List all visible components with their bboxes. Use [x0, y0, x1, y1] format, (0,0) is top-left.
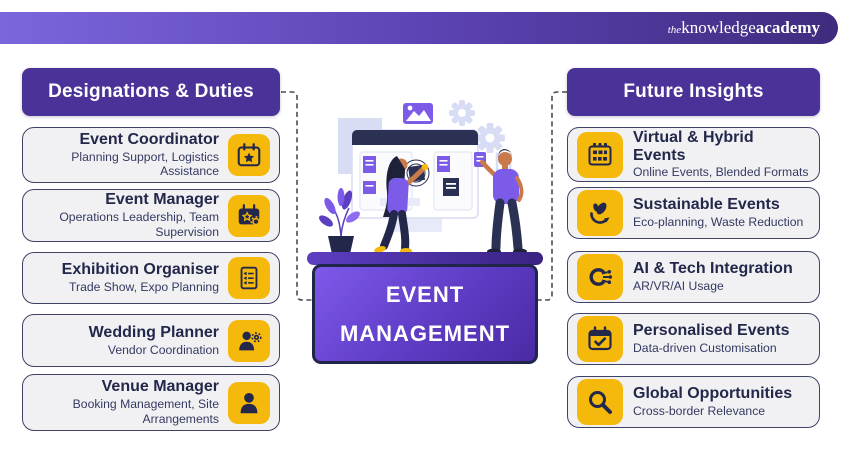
- insight-card: Global Opportunities Cross-border Releva…: [567, 376, 820, 428]
- card-subtitle: AR/VR/AI Usage: [633, 279, 724, 294]
- calendar-check-icon: [577, 316, 623, 362]
- gear-icon: [449, 100, 475, 126]
- ai-chip-icon: [577, 254, 623, 300]
- logo-knowledge: knowledge: [681, 18, 756, 37]
- woman-figure: [374, 156, 429, 254]
- center-title-line2: MANAGEMENT: [339, 320, 511, 346]
- image-icon: [401, 101, 435, 126]
- card-title: Event Manager: [105, 191, 219, 209]
- designation-card: Wedding Planner Vendor Coordination: [22, 314, 280, 367]
- card-subtitle: Vendor Coordination: [107, 342, 219, 357]
- event-illustration: [319, 100, 527, 255]
- card-title: AI & Tech Integration: [633, 260, 793, 278]
- insight-card: Personalised Events Data-driven Customis…: [567, 313, 820, 365]
- center-title-line1: EVENT: [385, 281, 465, 307]
- future-insights-header: Future Insights: [567, 68, 820, 116]
- event-management-title-box: EVENT MANAGEMENT: [312, 264, 538, 364]
- card-title: Personalised Events: [633, 322, 790, 340]
- card-title: Sustainable Events: [633, 196, 780, 214]
- man-figure: [474, 149, 527, 255]
- card-subtitle: Cross-border Relevance: [633, 404, 766, 419]
- person-icon: [228, 381, 270, 424]
- hybrid-device-icon: [577, 131, 623, 178]
- card-subtitle: Planning Support, Logistics Assistance: [71, 149, 219, 179]
- plant: [319, 188, 360, 254]
- card-subtitle: Data-driven Customisation: [633, 341, 777, 356]
- checklist-icon: [228, 257, 270, 299]
- calendar-star-icon: [228, 134, 270, 176]
- card-title: Global Opportunities: [633, 385, 793, 403]
- insight-card: Sustainable Events Eco-planning, Waste R…: [567, 187, 820, 239]
- logo-academy: academy: [755, 18, 820, 37]
- card-subtitle: Online Events, Blended Formats: [633, 165, 809, 180]
- insight-card: Virtual & Hybrid Events Online Events, B…: [567, 127, 820, 182]
- card-subtitle: Booking Management, Site Arrangements: [72, 397, 219, 426]
- designation-card: Exhibition Organiser Trade Show, Expo Pl…: [22, 252, 280, 304]
- card-subtitle: Operations Leadership, Team Supervision: [59, 210, 219, 239]
- designation-card: Event Manager Operations Leadership, Tea…: [22, 189, 280, 242]
- logo-the: the: [667, 24, 682, 36]
- designations-duties-header: Designations & Duties: [22, 68, 280, 116]
- calendar-gear-icon: [228, 194, 270, 237]
- platform-bar: [307, 252, 543, 265]
- card-title: Exhibition Organiser: [61, 261, 219, 279]
- designation-card: Event Coordinator Planning Support, Logi…: [22, 127, 280, 183]
- card-subtitle: Trade Show, Expo Planning: [69, 280, 219, 295]
- gear-icon: [475, 123, 505, 153]
- insight-card: AI & Tech Integration AR/VR/AI Usage: [567, 251, 820, 303]
- card-title: Virtual & Hybrid Events: [633, 128, 754, 164]
- magnifier-icon: [577, 379, 623, 425]
- eco-leaf-icon: [577, 190, 623, 236]
- person-gear-icon: [228, 319, 270, 362]
- card-title: Event Coordinator: [79, 130, 219, 148]
- card-subtitle: Eco-planning, Waste Reduction: [633, 215, 804, 230]
- card-title: Venue Manager: [101, 378, 219, 396]
- card-title: Wedding Planner: [88, 323, 219, 341]
- designation-card: Venue Manager Booking Management, Site A…: [22, 374, 280, 431]
